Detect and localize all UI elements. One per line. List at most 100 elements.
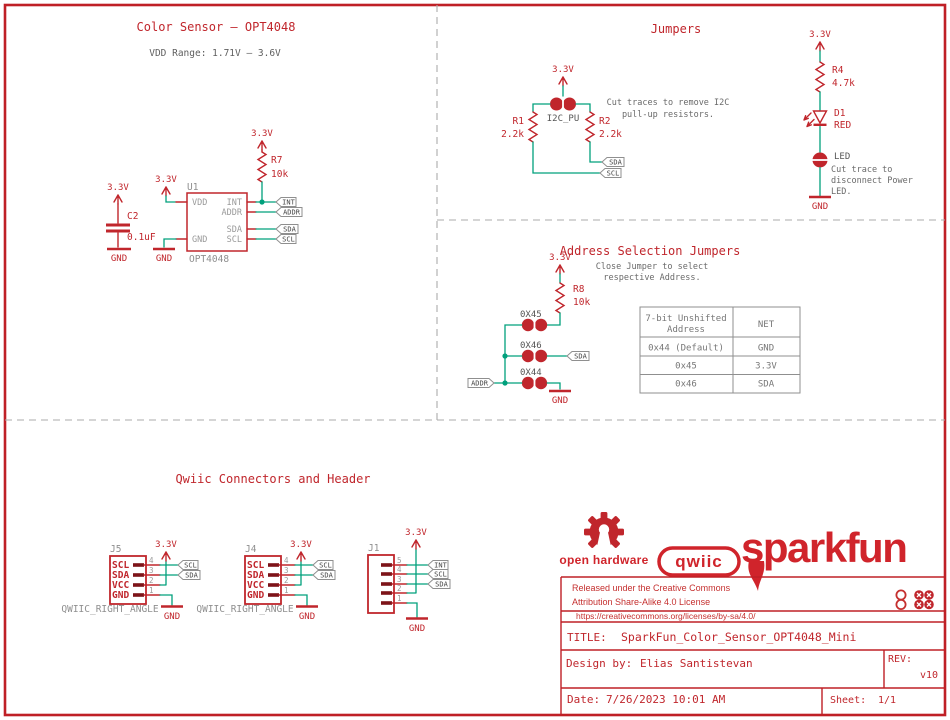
footprint-name: QWIIC_RIGHT_ANGLE	[61, 604, 159, 615]
qwiic-pill-icon	[657, 546, 741, 577]
gnd-label: GND	[552, 396, 568, 406]
title-label: TITLE:	[567, 631, 607, 644]
power-3v3-label: 3.3V	[549, 253, 571, 263]
net-flag-int: INT	[275, 197, 297, 207]
pin-number: 4	[284, 556, 289, 565]
resistor-r7: 3.3V R7 10k	[251, 129, 288, 203]
junction-dot	[259, 199, 265, 205]
jumper-note-line1: Cut traces to remove I2C	[607, 98, 730, 108]
title-value: SparkFun_Color_Sensor_OPT4048_Mini	[621, 630, 856, 644]
table-cell: 0x44 (Default)	[648, 344, 724, 354]
pin-label-addr: ADDR	[222, 208, 243, 218]
sheet-value: 1/1	[878, 695, 896, 706]
led-note-line2: disconnect Power	[831, 176, 913, 186]
net-flag-addr: ADDR	[275, 207, 303, 217]
date-value: 7/26/2023 10:01 AM	[606, 693, 726, 706]
resistor-symbol	[555, 282, 565, 314]
flag-label: SDA	[435, 581, 448, 589]
footprint-name: QWIIC_RIGHT_ANGLE	[196, 604, 294, 615]
logo-sparkfun: sparkfun	[741, 524, 908, 591]
pin-label-vdd: VDD	[192, 198, 207, 208]
section-title: Jumpers	[651, 22, 702, 36]
net-flag-sda: SDA	[566, 351, 590, 361]
pin-number: 2	[149, 576, 154, 585]
net-flag-scl: SCL	[599, 168, 622, 178]
gnd-label: GND	[111, 254, 127, 264]
pin-number: 3	[397, 575, 402, 584]
resistor-symbol	[257, 151, 267, 183]
page-border	[3, 3, 947, 717]
ref-des: U1	[187, 182, 199, 193]
ref-des: J1	[368, 543, 380, 554]
ic-body	[186, 192, 248, 252]
value: RED	[834, 120, 851, 131]
wire	[493, 324, 568, 390]
power-3v3-label: 3.3V	[251, 129, 273, 139]
power-arrow-icon	[411, 539, 421, 550]
section-title: Address Selection Jumpers	[560, 244, 741, 258]
power-arrow-icon	[257, 140, 267, 151]
flag-label: SCL	[607, 170, 620, 178]
pin-label: SDA	[247, 570, 264, 581]
pin-number: 3	[149, 566, 154, 575]
wire	[532, 141, 601, 174]
capacitor-plate	[106, 229, 130, 233]
power-3v3-label: 3.3V	[809, 30, 831, 40]
section-power-led: 3.3V R4 4.7k D1 RED LED Cut trace to dis…	[803, 30, 913, 212]
connector-j4: J4 SCL SDA VCC GND 4 3 2 1 QWIIC_RIGHT_A…	[196, 540, 336, 622]
title-block: Released under the Creative Commons Attr…	[560, 576, 945, 715]
ref-des: R2	[599, 116, 610, 127]
wire	[406, 548, 429, 618]
led-note-line1: Cut trace to	[831, 165, 892, 175]
pin-label-sda: SDA	[227, 225, 242, 235]
jumper-name: 0X45	[520, 310, 542, 320]
license-url: https://creativecommons.org/licenses/by-…	[576, 611, 756, 621]
power-3v3-label: 3.3V	[155, 175, 177, 185]
value: 2.2k	[599, 129, 622, 140]
net-flag-scl: SCL	[427, 569, 449, 579]
pin-stubs	[143, 564, 161, 596]
pin-label: GND	[112, 590, 129, 601]
led-d1: D1 RED	[803, 108, 851, 131]
net-flag-int: INT	[427, 560, 449, 570]
net-flag-sda: SDA	[427, 579, 451, 589]
value: 4.7k	[832, 78, 855, 89]
address-note-line1: Close Jumper to select	[596, 262, 709, 272]
gnd-label: GND	[164, 612, 180, 622]
gnd-label: GND	[812, 202, 828, 212]
value: 10k	[271, 169, 288, 180]
cc-by-icon	[895, 589, 907, 611]
sparkfun-flame-icon	[748, 561, 765, 591]
power-3v3-label: 3.3V	[405, 528, 427, 538]
wire	[532, 103, 551, 113]
design-by-value: Elias Santistevan	[640, 657, 753, 670]
wire	[255, 201, 277, 240]
vdd-range-note: VDD Range: 1.71V – 3.6V	[149, 48, 281, 59]
table-cell: 0x46	[675, 380, 697, 390]
net-flag-addr: ADDR	[467, 378, 495, 388]
solder-jumper-0x44: 0X44	[520, 368, 548, 390]
pin-number: 4	[397, 565, 402, 574]
flag-label: ADDR	[283, 209, 301, 217]
section-color-sensor: Color Sensor – OPT4048 VDD Range: 1.71V …	[106, 20, 303, 265]
flag-label: SDA	[283, 226, 296, 234]
table-header-net: NET	[758, 320, 775, 330]
table-cell: 3.3V	[755, 362, 777, 372]
flag-label: SCL	[434, 571, 447, 579]
pin-number: 2	[397, 584, 402, 593]
table-cell: 0x45	[675, 362, 697, 372]
rev-value: v10	[920, 670, 938, 681]
pin-label: VCC	[247, 580, 264, 591]
solder-jumper-0x46: 0X46	[520, 341, 548, 363]
net-flag-sda: SDA	[601, 157, 625, 167]
sparkfun-label: sparkfun	[741, 524, 906, 571]
pin-label: VCC	[112, 580, 129, 591]
title-block-grid	[560, 576, 945, 715]
jumper-name: LED	[834, 152, 850, 162]
section-qwiic: Qwiic Connectors and Header J5 SCL SDA V…	[61, 472, 451, 634]
pin-label: SCL	[247, 560, 264, 571]
cc-sa-icon	[914, 590, 934, 610]
flag-label: SDA	[185, 572, 198, 580]
